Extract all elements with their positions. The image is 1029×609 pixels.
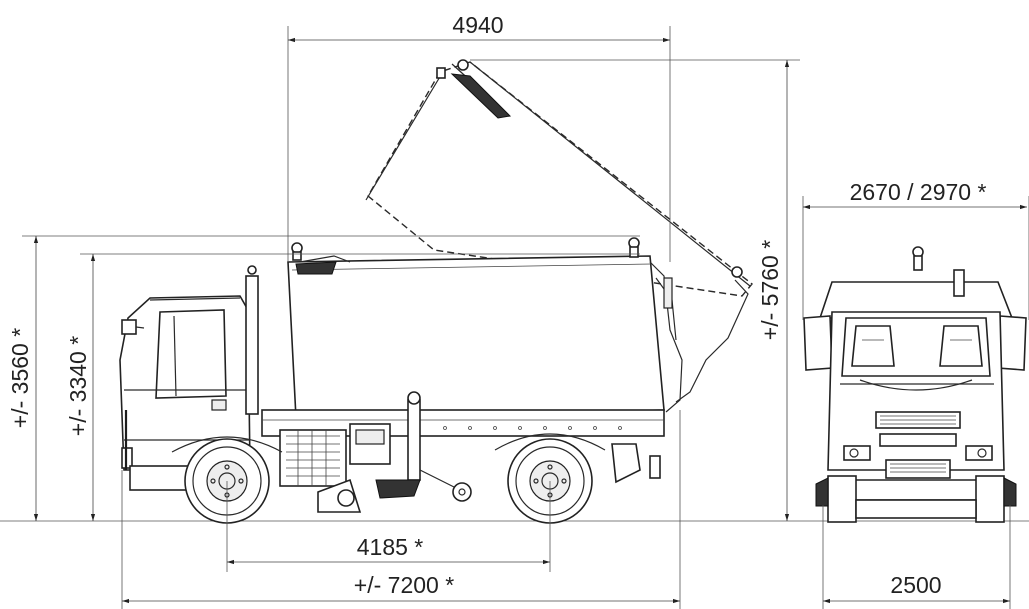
label-body-height: +/- 3340 * [65,336,91,436]
label-wheelbase: 4185 * [357,534,424,560]
label-front-width: 2670 / 2970 * [850,179,987,205]
label-overall-height: +/- 3560 * [7,328,33,428]
tipped-hopper [365,59,753,403]
truck-side-view [119,237,683,524]
label-overall-length: +/- 7200 * [354,572,454,598]
truck-front-view [803,246,1027,523]
label-tipped-height: +/- 5760 * [757,240,783,340]
label-track-width: 2500 [890,572,941,598]
label-top-length: 4940 [452,12,503,38]
